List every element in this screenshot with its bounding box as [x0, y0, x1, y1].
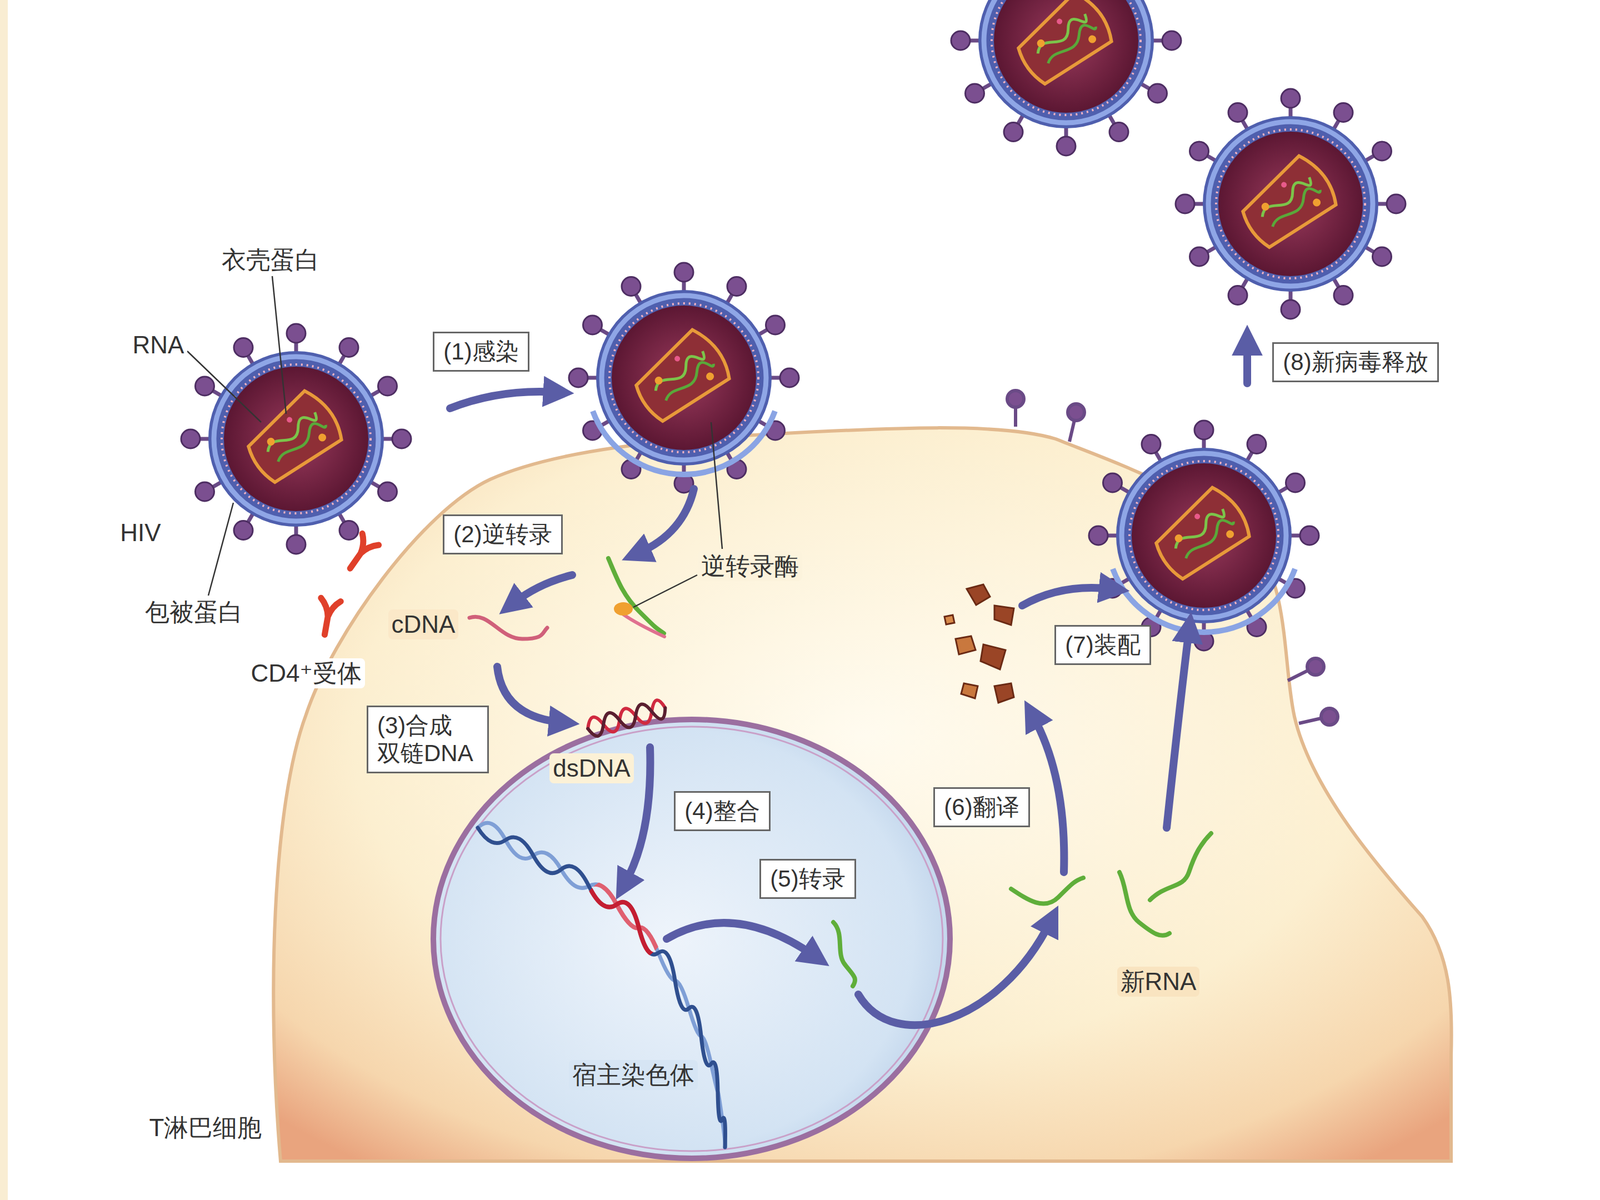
page-edge-strip: [0, 0, 8, 1200]
host-chromosome: [477, 822, 725, 1148]
hiv-virion: [951, 0, 1182, 156]
protein-fragment: [994, 605, 1014, 625]
cd4-receptor: [315, 533, 379, 637]
protein-fragment: [980, 644, 1006, 670]
part-label: HIV: [116, 517, 164, 549]
cd4-receptor: [315, 597, 342, 637]
protein-fragment: [955, 636, 976, 655]
dsdna-helix: [585, 698, 668, 738]
step-label: (6)翻译: [943, 793, 1019, 822]
budding-membrane: [1112, 568, 1295, 633]
part-label: 新RNA: [1117, 966, 1200, 998]
protein-fragment: [966, 584, 990, 605]
leader-line: [711, 422, 723, 549]
dsdna-helix: [585, 698, 668, 738]
process-arrow: [1022, 587, 1112, 606]
leader-line: [187, 351, 262, 423]
process-arrow: [497, 666, 562, 723]
part-label: 包被蛋白: [141, 597, 247, 628]
leader-line: [187, 276, 723, 608]
new-rna: [833, 922, 855, 987]
step-box: (2)逆转录: [442, 514, 563, 555]
step-label: (7)装配: [1065, 631, 1140, 659]
host-chromosome: [477, 822, 725, 1148]
process-arrow: [450, 391, 556, 409]
host-chromosome: [477, 822, 725, 1148]
surface-protein: [1007, 390, 1338, 725]
part-label: CD4⁺受体: [247, 658, 365, 689]
new-rna: [1011, 877, 1084, 904]
hiv-virion: [1088, 420, 1319, 651]
protein-fragment: [944, 584, 1014, 703]
leader-line: [208, 502, 234, 596]
process-arrow: [513, 575, 573, 603]
part-label: RNA: [129, 330, 188, 361]
nucleus: [433, 719, 950, 1159]
nucleus: [433, 719, 950, 1159]
protein-fragment: [944, 615, 955, 625]
protein-fragment: [961, 683, 978, 699]
nucleus: [440, 726, 943, 1152]
part-label: 宿主染色体: [568, 1060, 698, 1091]
part-label: dsDNA: [549, 753, 634, 784]
step-label: (4)整合: [684, 797, 760, 825]
step-box: (1)感染: [432, 331, 529, 372]
step-label: (2)逆转录: [453, 520, 552, 549]
surface-protein: [1321, 708, 1338, 725]
step-box: (3)合成 双链DNA: [366, 705, 489, 774]
process-arrow: [450, 343, 1248, 1025]
process-arrow: [638, 488, 694, 553]
step-label: (3)合成 双链DNA: [377, 711, 479, 768]
part-label: cDNA: [388, 609, 459, 640]
process-arrow: [666, 922, 814, 956]
leader-line: [272, 276, 287, 414]
host-chromosome: [477, 827, 725, 1148]
part-label: 衣壳蛋白: [218, 245, 323, 276]
process-arrow: [858, 922, 1050, 1025]
hiv-virion: [1175, 88, 1406, 319]
protein-fragment: [994, 683, 1014, 703]
surface-protein: [1067, 403, 1085, 421]
host-chromosome: [477, 827, 725, 1148]
part-label: 逆转录酶: [697, 551, 803, 582]
step-box: (8)新病毒释放: [1272, 342, 1439, 383]
viral-rna: [608, 558, 665, 637]
process-arrow: [1033, 716, 1064, 873]
cd4-receptor: [315, 597, 342, 637]
new-rna: [1150, 833, 1212, 900]
step-label: (5)转录: [770, 865, 845, 893]
surface-protein: [1007, 390, 1024, 408]
budding-membrane: [592, 411, 775, 475]
host-chromosome: [477, 822, 725, 1148]
part-label: T淋巴细胞: [146, 1112, 266, 1144]
viral-rna: [623, 614, 665, 637]
step-box: (4)整合: [673, 791, 770, 832]
hiv-virion: [568, 262, 799, 493]
process-arrow: [1166, 630, 1189, 828]
step-box: (7)装配: [1054, 625, 1151, 665]
cdna-strand: [469, 616, 548, 639]
dsdna-helix: [585, 698, 668, 738]
surface-protein: [1307, 658, 1324, 675]
leader-line: [633, 575, 698, 608]
step-box: (5)转录: [759, 858, 856, 899]
process-arrow: [1243, 343, 1252, 384]
step-box: (6)翻译: [933, 787, 1030, 828]
new-rna: [1119, 872, 1170, 936]
viral-rna: [613, 602, 633, 616]
hiv-virion: [181, 323, 412, 554]
step-label: (8)新病毒释放: [1282, 348, 1428, 377]
step-label: (1)感染: [443, 337, 519, 366]
